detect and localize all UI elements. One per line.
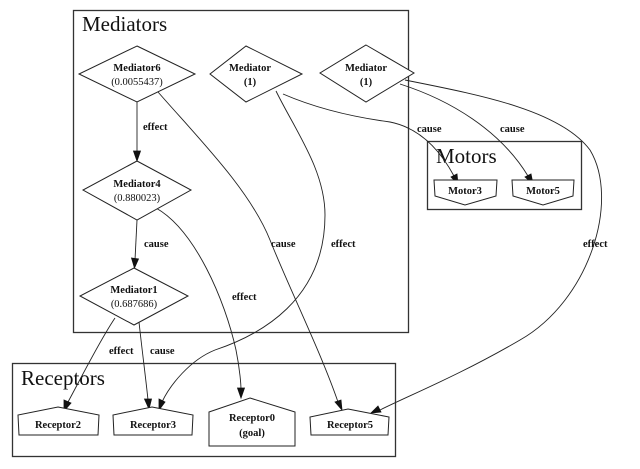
arrowhead (130, 257, 140, 270)
node-name: Receptor2 (35, 420, 81, 431)
arrowhead (132, 150, 142, 163)
edge-label: cause (144, 239, 169, 250)
node-receptor3[interactable]: Receptor3 (112, 406, 194, 436)
arrowhead (158, 398, 166, 412)
node-value: (goal) (239, 428, 265, 439)
node-value: (1) (244, 77, 257, 88)
node-mediator-a[interactable]: Mediator (1) (209, 45, 304, 103)
arrowhead (334, 399, 343, 412)
edge-label: cause (417, 124, 442, 135)
node-value: (0.880023) (114, 193, 161, 204)
node-value: (0.0055437) (111, 77, 163, 88)
node-name: Receptor0 (229, 413, 275, 424)
arrowhead (369, 405, 382, 414)
edge-mediator-a-motor3[interactable]: cause (282, 93, 459, 186)
edge-mediator6-mediator4[interactable]: effect (132, 102, 168, 163)
diamond-shape (81, 160, 193, 221)
node-receptor2[interactable]: Receptor2 (17, 406, 100, 436)
edge-label: effect (109, 346, 134, 357)
inverted-house-shape (433, 179, 498, 206)
edge-label: effect (232, 292, 257, 303)
cluster-receptors-label: Receptors (21, 366, 105, 390)
node-name: Mediator1 (110, 285, 157, 296)
node-name: Mediator (345, 63, 387, 74)
cluster-motors-border (426, 140, 583, 211)
diamond-shape (209, 45, 304, 103)
edges: effect cause cause effect effect (63, 79, 608, 414)
arrowhead (143, 398, 153, 411)
cluster-receptors-border (11, 362, 397, 458)
edge-mediator-a-receptor3[interactable]: effect (158, 90, 356, 412)
node-receptor0[interactable]: Receptor0 (goal) (208, 397, 296, 447)
house-shape (17, 406, 100, 436)
cluster-receptors: Receptors (11, 362, 397, 458)
node-name: Motor3 (448, 186, 482, 197)
diamond-shape (77, 45, 197, 103)
node-motor3[interactable]: Motor3 (433, 179, 498, 206)
house-shape (112, 406, 194, 436)
node-name: Receptor3 (130, 420, 176, 431)
node-mediator-b[interactable]: Mediator (1) (319, 44, 415, 103)
house-shape (208, 397, 296, 447)
arrowhead (236, 387, 246, 400)
diamond-shape (78, 267, 190, 326)
cluster-motors: Motors (426, 140, 583, 211)
edge-label: effect (583, 239, 608, 250)
edge-label: cause (150, 346, 175, 357)
edge-mediator-b-receptor5[interactable]: effect (369, 79, 608, 414)
inverted-house-shape (511, 179, 575, 206)
node-name: Mediator4 (113, 179, 161, 190)
node-name: Mediator (229, 63, 271, 74)
node-mediator1[interactable]: Mediator1 (0.687686) (78, 267, 190, 326)
node-name: Receptor5 (327, 420, 373, 431)
edge-mediator1-receptor3[interactable]: cause (138, 321, 175, 411)
edge-label: effect (143, 122, 168, 133)
cluster-mediators-border (72, 9, 410, 334)
house-shape (309, 408, 390, 436)
node-motor5[interactable]: Motor5 (511, 179, 575, 206)
edge-label: cause (500, 124, 525, 135)
node-value: (0.687686) (111, 299, 158, 310)
node-value: (1) (360, 77, 373, 88)
edge-label: cause (271, 239, 296, 250)
edge-mediator6-receptor5[interactable]: cause (157, 91, 343, 412)
node-mediator4[interactable]: Mediator4 (0.880023) (81, 160, 193, 221)
edge-mediator4-receptor0[interactable]: effect (155, 207, 257, 400)
cluster-mediators-label: Mediators (82, 12, 167, 36)
cluster-mediators: Mediators (72, 9, 410, 334)
cluster-motors-label: Motors (436, 144, 497, 168)
edge-mediator4-mediator1[interactable]: cause (130, 219, 169, 270)
edge-label: effect (331, 239, 356, 250)
diamond-shape (319, 44, 415, 103)
node-mediator6[interactable]: Mediator6 (0.0055437) (77, 45, 197, 103)
node-name: Motor5 (526, 186, 560, 197)
node-receptor5[interactable]: Receptor5 (309, 408, 390, 436)
node-name: Mediator6 (113, 63, 160, 74)
